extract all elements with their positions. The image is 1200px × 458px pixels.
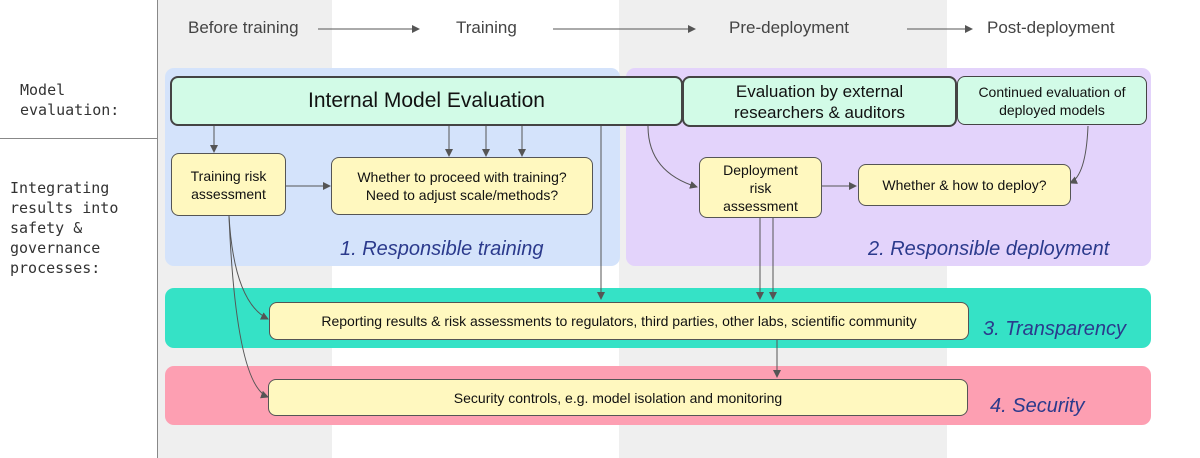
external-evaluation-label: Evaluation by external researchers & aud… — [733, 81, 906, 122]
deployment-risk-assessment-label: Deployment risk assessment — [723, 161, 798, 214]
security-controls-label: Security controls, e.g. model isolation … — [453, 389, 783, 406]
row-label-integrating-results: Integrating results into safety & govern… — [10, 179, 119, 277]
internal-model-evaluation-box: Internal Model Evaluation — [170, 76, 683, 126]
security-controls-box: Security controls, e.g. model isolation … — [268, 379, 968, 416]
internal-model-evaluation-label: Internal Model Evaluation — [308, 89, 545, 112]
deployment-decision-label: Whether & how to deploy? — [882, 177, 1047, 193]
training-risk-assessment-label: Training risk assessment — [190, 167, 267, 202]
phase-post-deployment: Post-deployment — [987, 18, 1115, 37]
phase-pre-deployment: Pre-deployment — [729, 18, 850, 37]
training-risk-assessment-box: Training risk assessment — [171, 153, 286, 216]
continued-evaluation-label: Continued evaluation of deployed models — [978, 83, 1126, 118]
title-transparency: 3. Transparency — [983, 318, 1127, 340]
left-vertical-divider — [157, 0, 158, 458]
training-decision-box: Whether to proceed with training? Need t… — [331, 157, 593, 215]
title-responsible-training: 1. Responsible training — [340, 238, 544, 260]
reporting-box: Reporting results & risk assessments to … — [269, 302, 969, 340]
row-label-model-evaluation: Model evaluation: — [20, 81, 120, 119]
deployment-decision-box: Whether & how to deploy? — [858, 164, 1071, 206]
reporting-label: Reporting results & risk assessments to … — [321, 313, 917, 329]
title-security: 4. Security — [990, 395, 1085, 417]
external-evaluation-box: Evaluation by external researchers & aud… — [682, 76, 957, 127]
phase-before-training: Before training — [188, 18, 299, 37]
phase-training: Training — [456, 18, 517, 37]
title-responsible-deployment: 2. Responsible deployment — [868, 238, 1110, 260]
left-horizontal-divider — [0, 138, 157, 139]
continued-evaluation-box: Continued evaluation of deployed models — [957, 76, 1147, 125]
training-decision-label: Whether to proceed with training? Need t… — [357, 169, 567, 203]
deployment-risk-assessment-box: Deployment risk assessment — [699, 157, 822, 218]
